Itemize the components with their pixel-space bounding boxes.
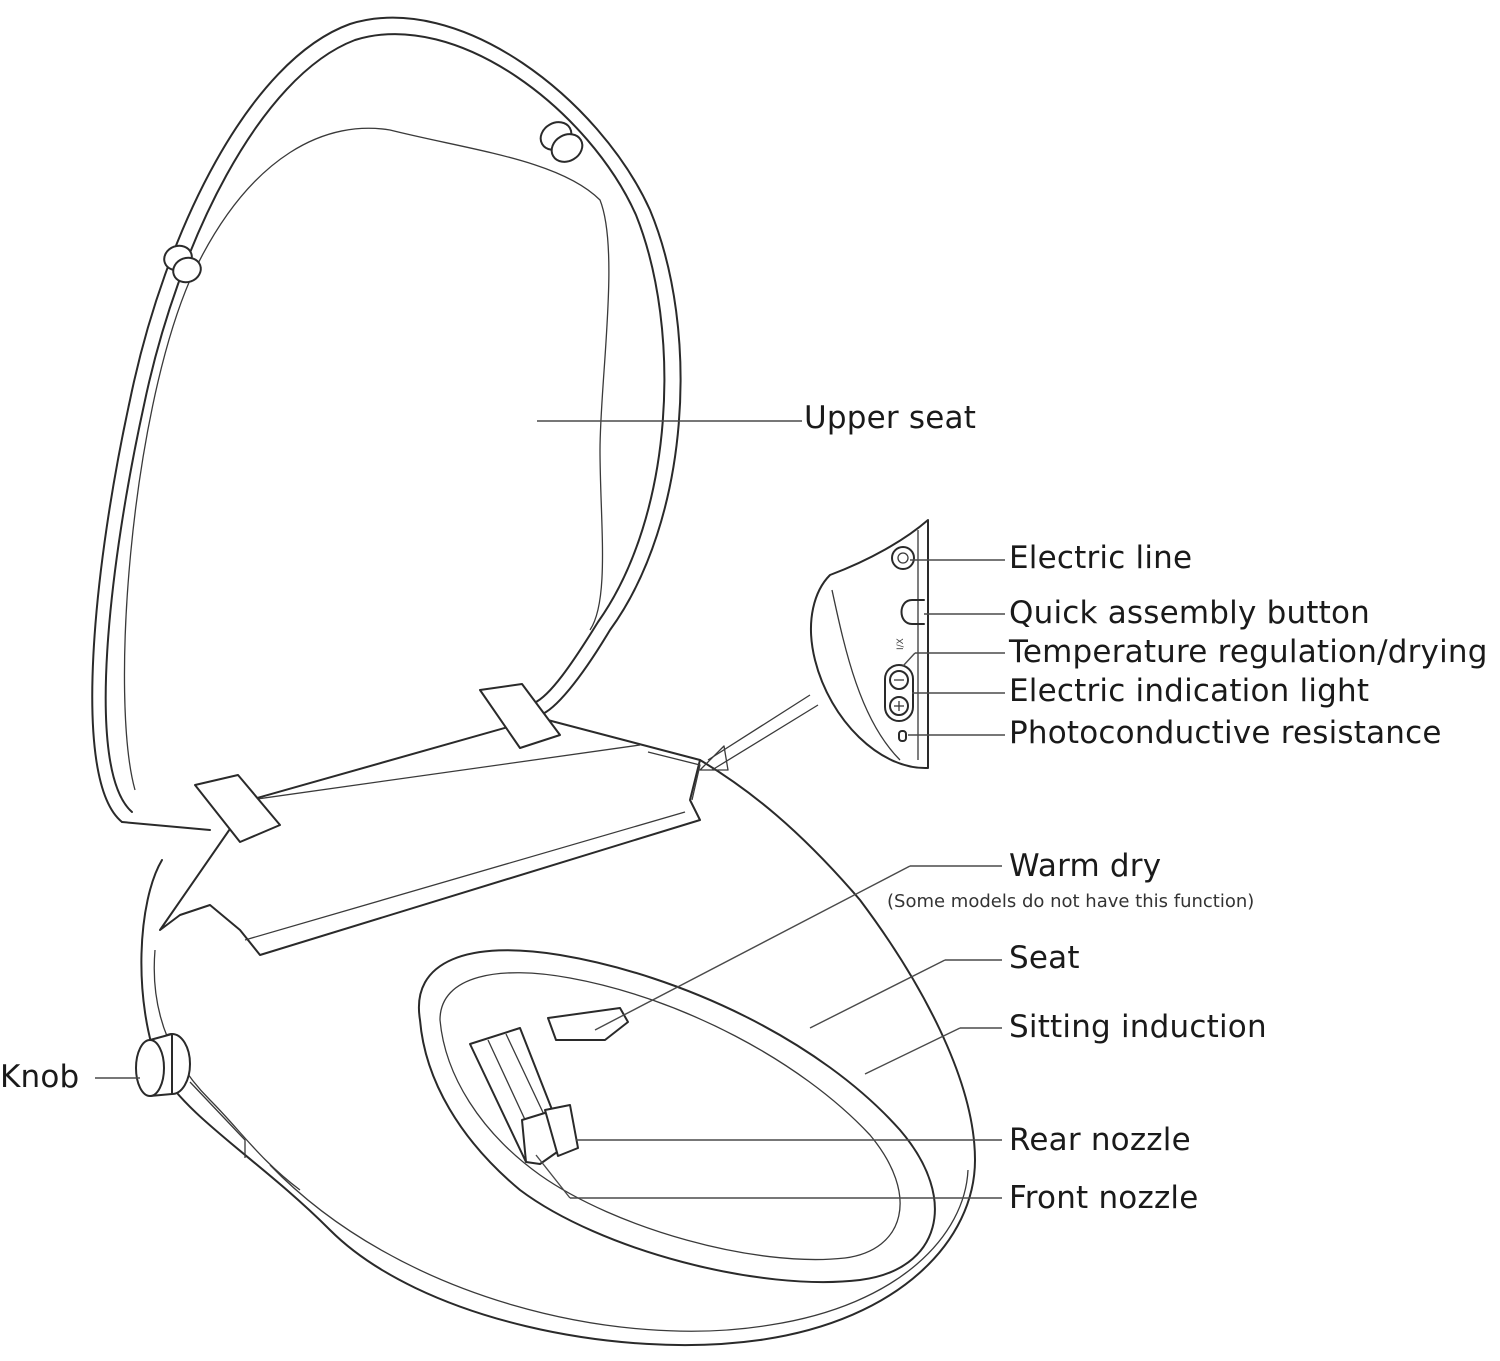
label-sitting-induction: Sitting induction: [1009, 1009, 1267, 1045]
svg-text:I/X: I/X: [896, 638, 906, 650]
upper-seat-lid: [91, 16, 682, 831]
label-front-nozzle: Front nozzle: [1009, 1180, 1199, 1216]
leader-lines: [95, 420, 1005, 1199]
label-electric-line: Electric line: [1009, 540, 1193, 576]
lid-bumper-top: [539, 121, 584, 163]
knob-drawing: [135, 1033, 246, 1158]
label-seat: Seat: [1009, 940, 1080, 976]
label-upper-seat: Upper seat: [804, 400, 977, 436]
label-temperature-regulation: Temperature regulation/drying: [1009, 634, 1488, 670]
hinge-plate: [159, 683, 701, 956]
label-electric-indication-light: Electric indication light: [1009, 673, 1370, 709]
label-photoconductive-resistance: Photoconductive resistance: [1009, 715, 1442, 751]
lid-bumper-left: [163, 244, 202, 284]
inset-arrow: [699, 694, 819, 771]
label-warm-dry-note: (Some models do not have this function): [887, 891, 1255, 912]
control-panel-inset: I/X: [809, 519, 929, 770]
label-rear-nozzle: Rear nozzle: [1009, 1122, 1191, 1158]
label-knob: Knob: [0, 1059, 80, 1095]
label-warm-dry: Warm dry: [1009, 848, 1162, 884]
label-quick-assembly-button: Quick assembly button: [1009, 595, 1371, 631]
